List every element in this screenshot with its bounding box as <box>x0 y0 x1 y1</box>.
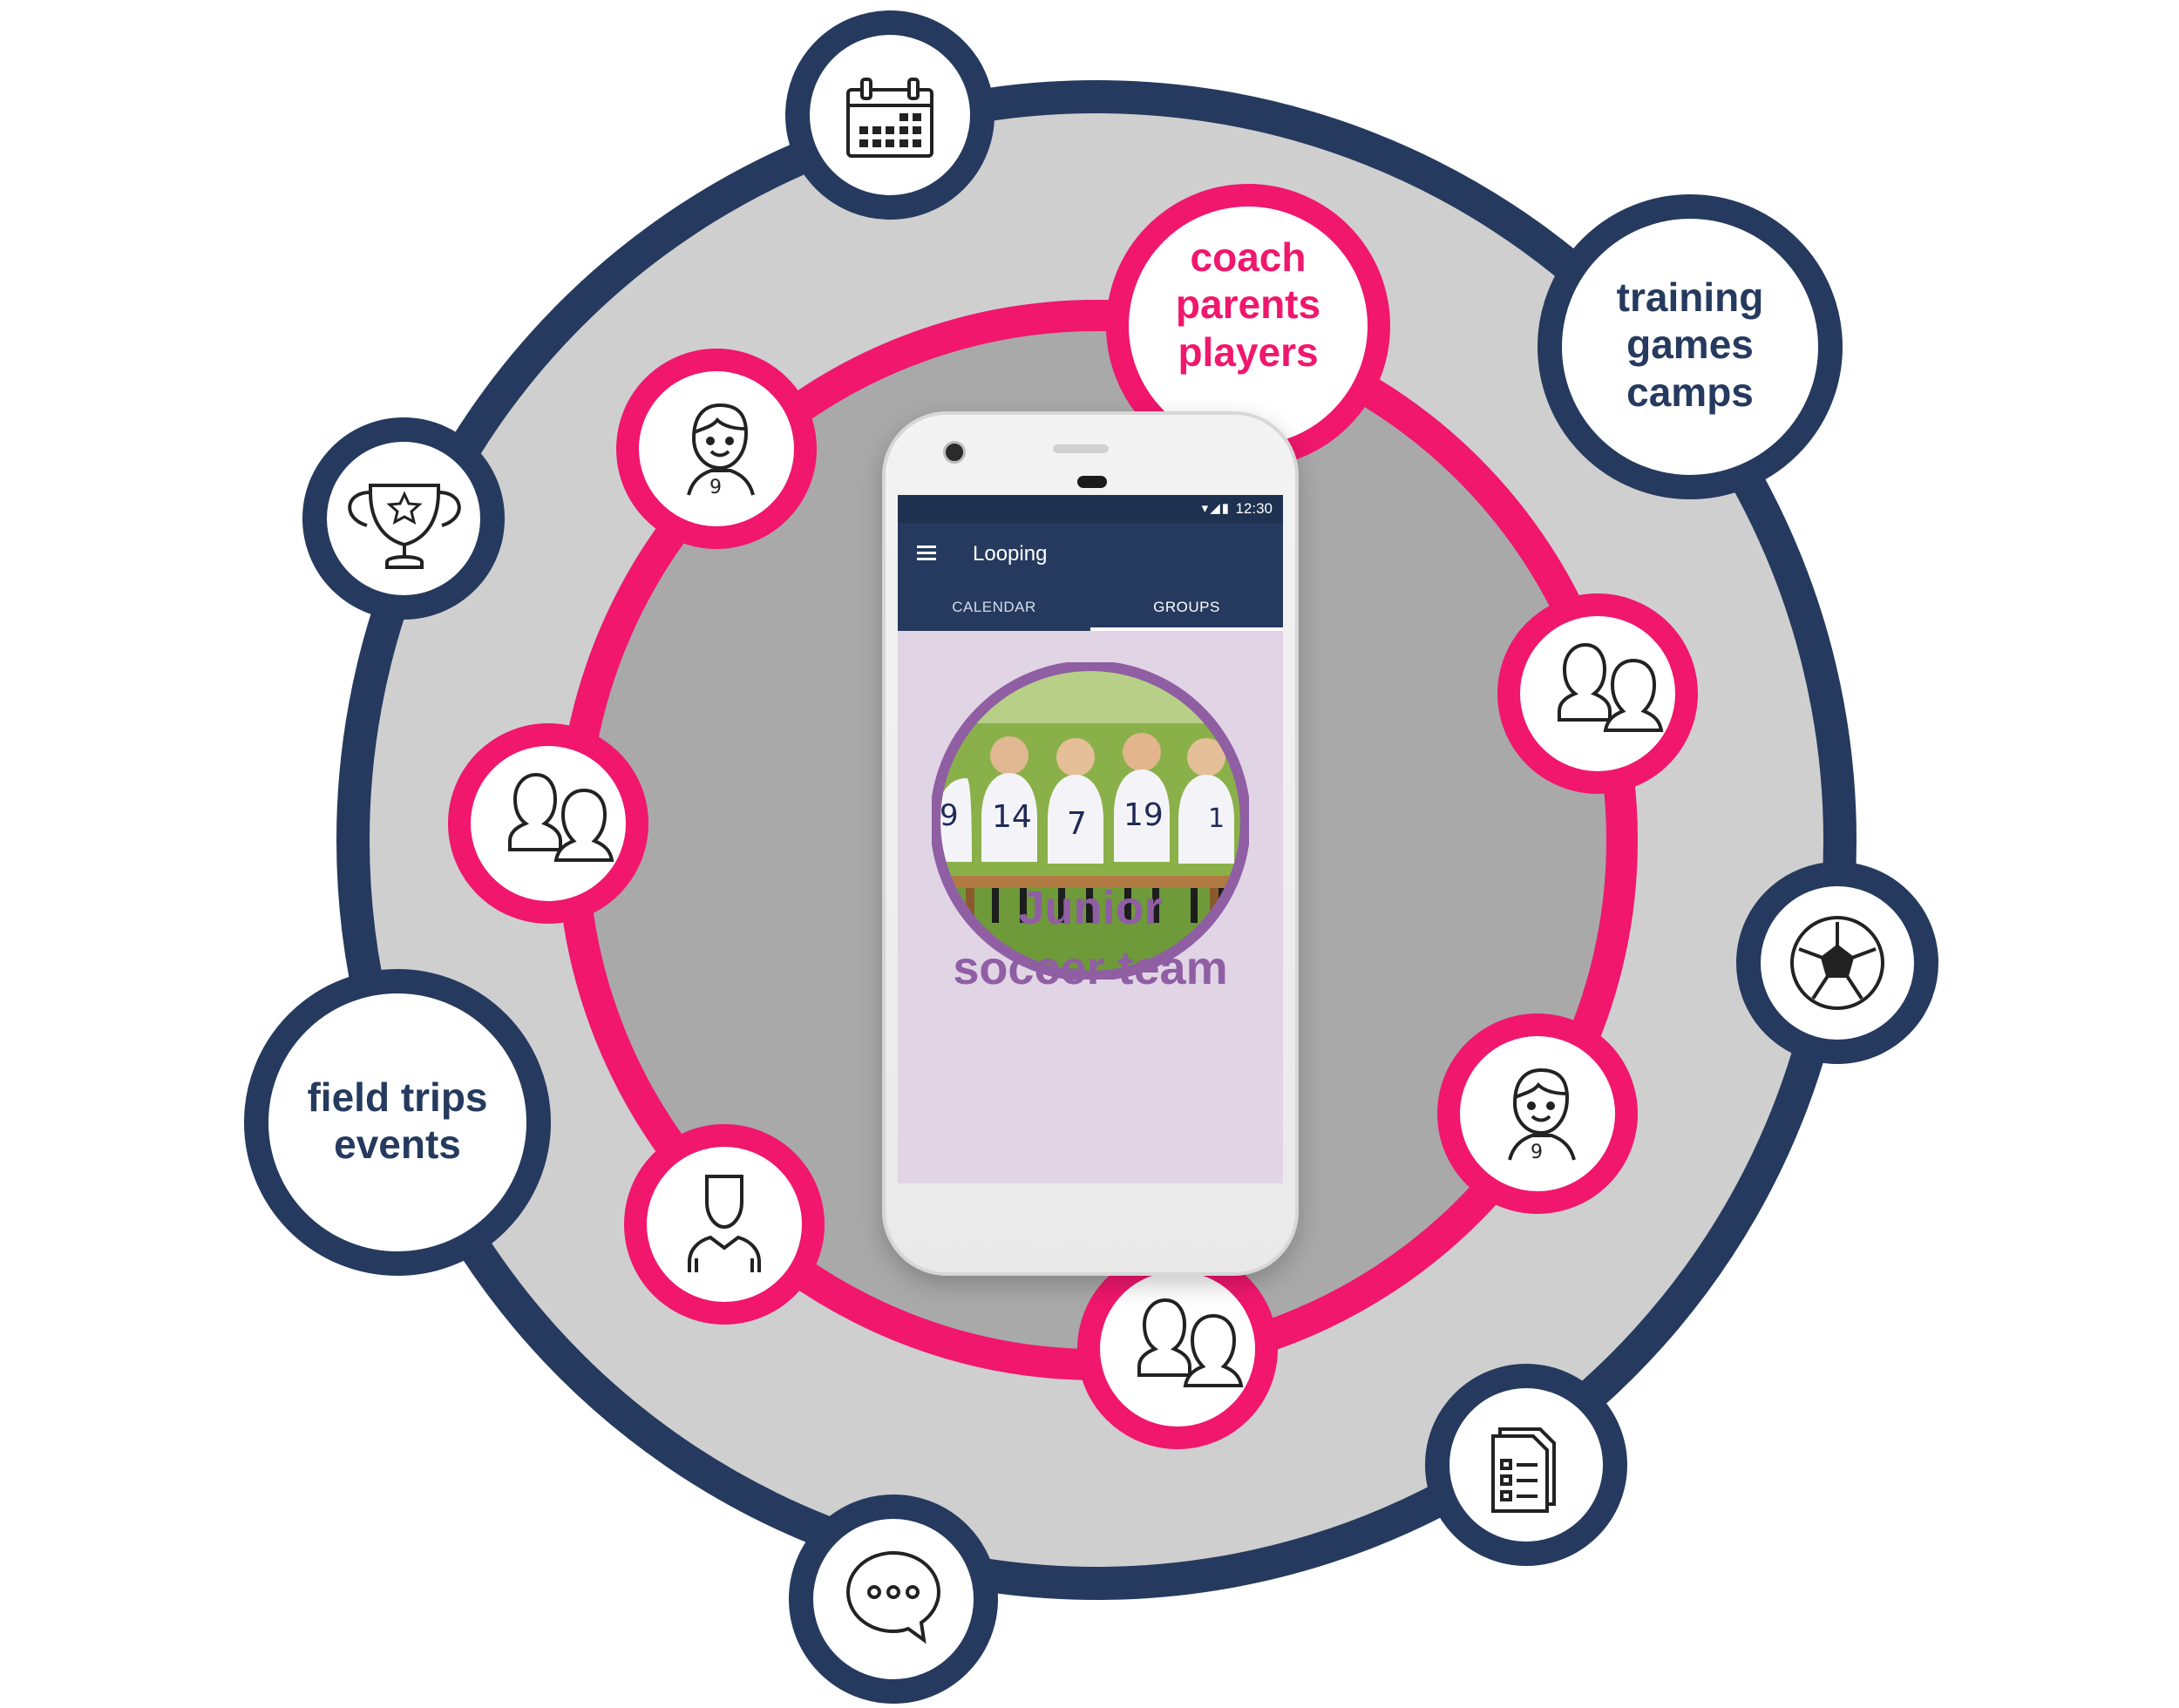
members-label: coach parents players <box>1126 234 1370 376</box>
outings-line: field trips <box>307 1074 488 1120</box>
phone-screen: ▾◢▮ 12:30 Looping CALENDAR GROUPS <box>898 495 1283 1183</box>
parents-node-left[interactable] <box>448 723 648 924</box>
tab-calendar[interactable]: CALENDAR <box>952 599 1036 615</box>
jersey-number: 14 <box>992 799 1032 835</box>
activities-node[interactable] <box>1538 194 1843 499</box>
team-photo: 14 7 19 1 9 <box>932 662 1249 979</box>
members-line: coach <box>1190 234 1307 280</box>
kid: 14 <box>981 736 1037 862</box>
coach-person-icon <box>688 1175 761 1272</box>
tab-bar: CALENDAR GROUPS <box>898 584 1283 631</box>
calendar-node[interactable] <box>785 10 994 220</box>
status-bar: ▾◢▮ 12:30 <box>898 495 1283 523</box>
jersey-number-label: 9 <box>1531 1142 1543 1163</box>
chat-bubble-icon <box>845 1550 941 1644</box>
outings-line: events <box>334 1122 461 1168</box>
parents-couple-icon <box>1137 1298 1244 1387</box>
app-bar: Looping <box>898 523 1283 584</box>
checklist-document-icon <box>1491 1427 1556 1513</box>
jersey-number: 1 <box>1208 803 1225 834</box>
app-title: Looping <box>973 542 1048 566</box>
jersey-number: 7 <box>1067 806 1087 842</box>
jersey-number: 9 <box>940 798 959 833</box>
members-line: players <box>1178 329 1319 375</box>
team-name: Junior soccer team <box>898 878 1283 999</box>
coach-node[interactable] <box>624 1124 825 1325</box>
earpiece-speaker <box>1053 444 1109 453</box>
activities-line: camps <box>1626 369 1754 415</box>
proximity-sensor <box>1077 476 1107 488</box>
parents-node-right-top[interactable] <box>1497 593 1698 794</box>
trophy-node[interactable] <box>302 417 505 620</box>
members-line: parents <box>1175 281 1321 328</box>
activities-label: training games camps <box>1559 274 1821 416</box>
player-boy-icon: 9 <box>687 403 755 498</box>
kid: 1 <box>1178 738 1234 864</box>
parents-node-bottom[interactable] <box>1077 1249 1278 1449</box>
outings-label: field trips events <box>267 1074 528 1169</box>
hamburger-menu-icon[interactable] <box>917 546 936 561</box>
activities-line: training <box>1616 274 1764 320</box>
signal-battery-icon: ▾◢▮ <box>1201 501 1231 516</box>
soccer-ball-node[interactable] <box>1736 862 1938 1064</box>
kid: 7 <box>1048 738 1103 864</box>
activities-line: games <box>1626 322 1754 368</box>
outings-node[interactable] <box>244 969 551 1276</box>
player-node-left[interactable]: 9 <box>616 349 817 549</box>
phone-mockup: ▾◢▮ 12:30 Looping CALENDAR GROUPS <box>882 411 1299 1276</box>
calendar-icon <box>846 78 933 158</box>
team-name-line: Junior <box>1018 882 1163 934</box>
front-camera <box>943 441 966 464</box>
parents-couple-icon <box>508 772 614 862</box>
trophy-icon <box>348 484 461 569</box>
jersey-number-label: 9 <box>709 477 722 498</box>
jersey-number: 19 <box>1123 797 1164 833</box>
player-boy-icon: 9 <box>1508 1068 1576 1163</box>
checklist-node[interactable] <box>1425 1364 1627 1566</box>
status-time: 12:30 <box>1235 500 1273 517</box>
parents-couple-icon <box>1558 642 1664 732</box>
kid: 19 <box>1114 733 1170 862</box>
tab-groups[interactable]: GROUPS <box>1090 584 1283 631</box>
soccer-ball-icon <box>1790 916 1884 1010</box>
chat-node[interactable] <box>789 1494 998 1704</box>
team-name-line: soccer team <box>953 942 1228 995</box>
player-node-right[interactable]: 9 <box>1437 1013 1638 1214</box>
